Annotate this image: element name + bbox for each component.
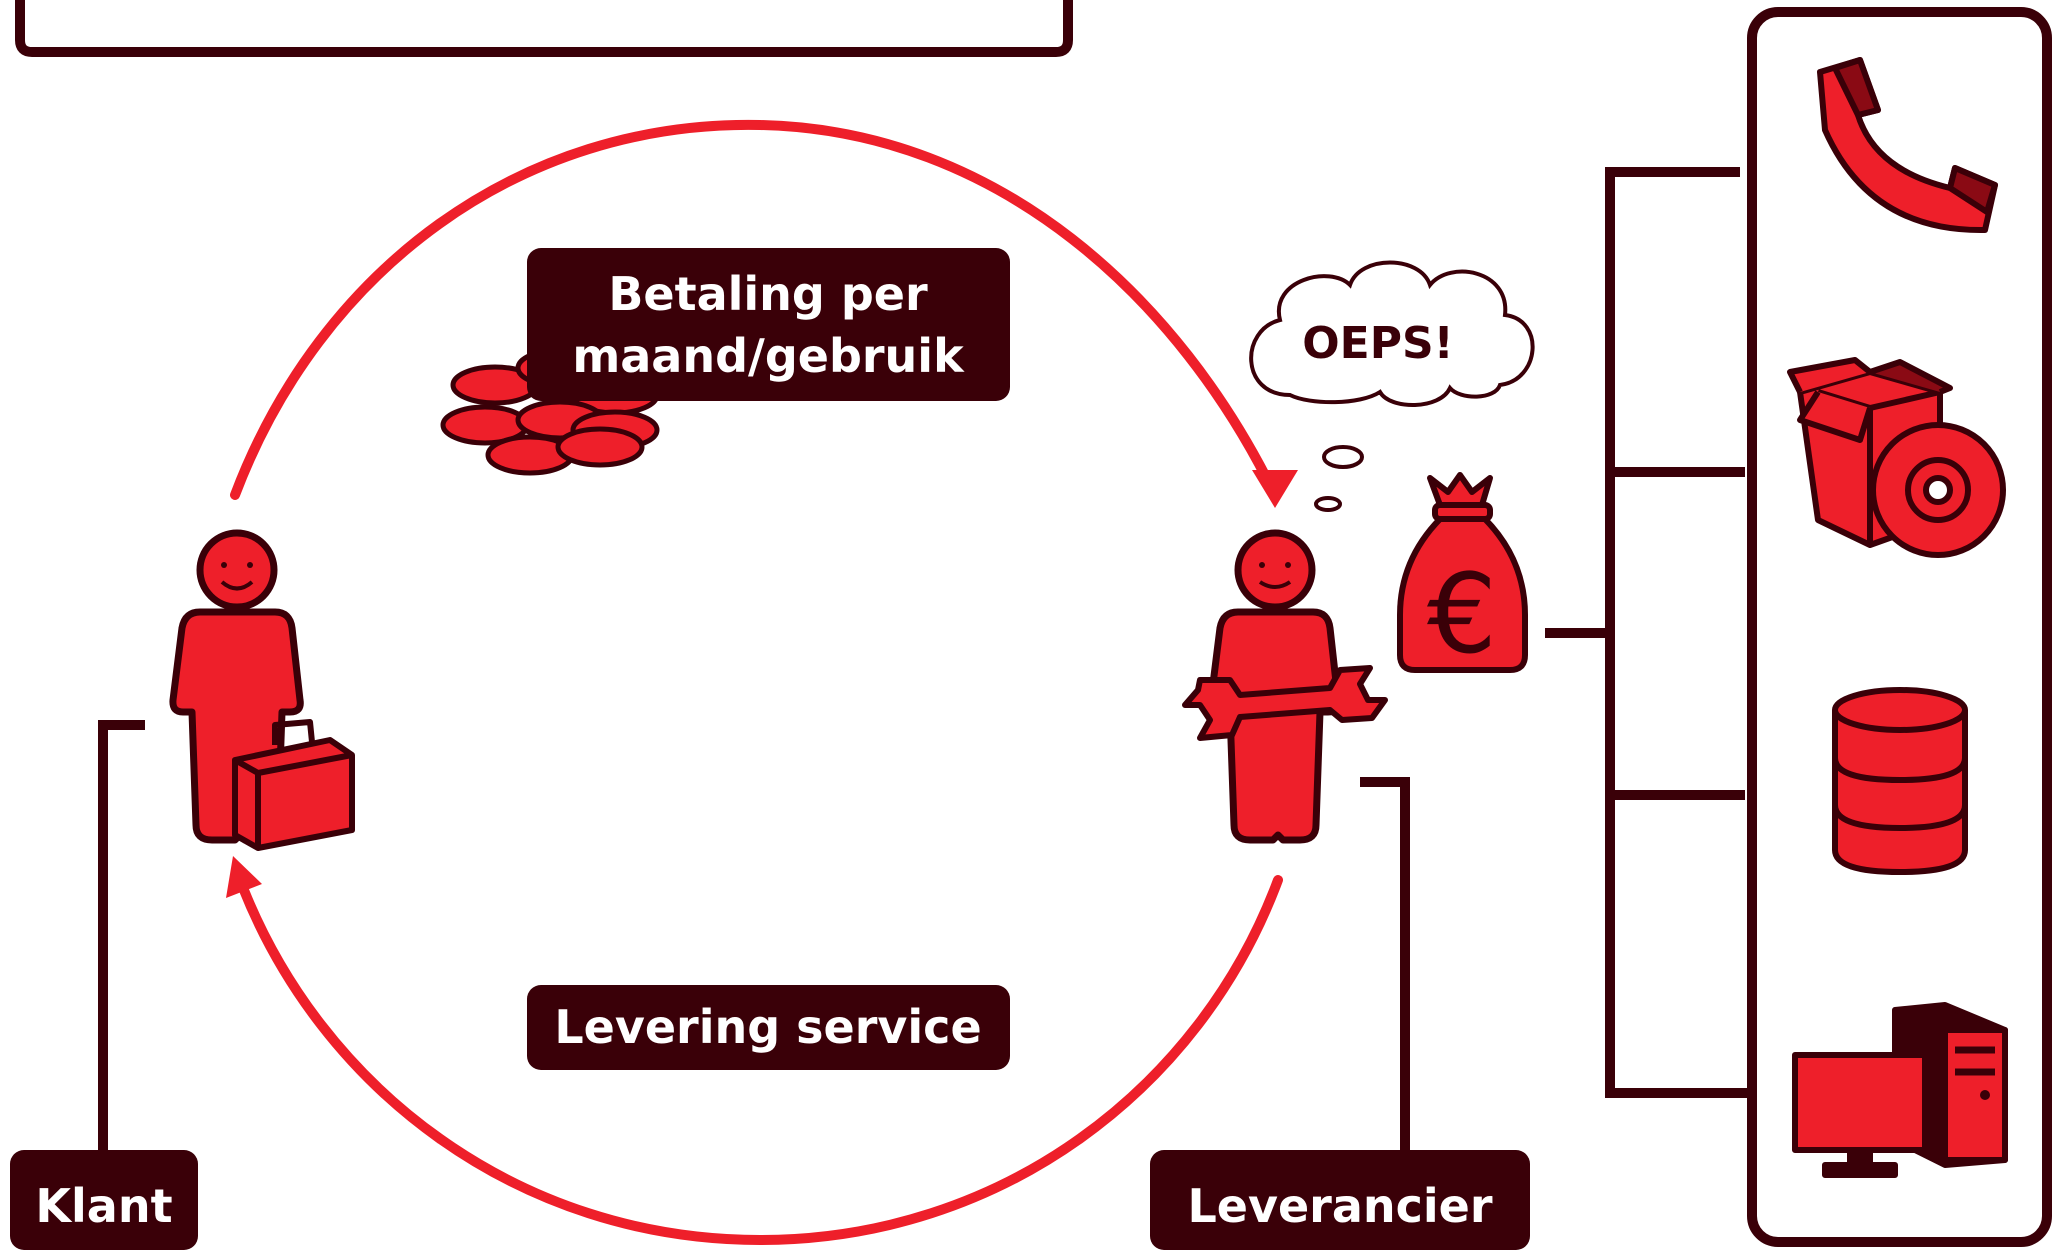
delivery-label: Levering service xyxy=(527,985,1010,1070)
top-box xyxy=(15,0,1073,57)
thought-text: OEPS! xyxy=(1302,318,1453,369)
wrench-icon xyxy=(1182,665,1388,741)
payment-label: Betaling per maand/gebruik xyxy=(527,248,1010,401)
resources-panel xyxy=(1747,7,2052,1247)
customer-tag: Klant xyxy=(10,1150,198,1250)
thought-bubble-dot xyxy=(1322,445,1364,469)
supplier-label: Leverancier xyxy=(1187,1179,1492,1233)
supplier-connector xyxy=(1360,777,1410,1160)
payment-arrow-head xyxy=(1252,470,1298,508)
thought-bubble-dot xyxy=(1314,496,1342,512)
euro-money-bag-icon: € xyxy=(1397,472,1528,678)
euro-symbol: € xyxy=(1427,550,1497,678)
delivery-arrow xyxy=(235,875,1283,1246)
payment-label-line2: maand/gebruik xyxy=(572,329,965,383)
telephone-handset-icon xyxy=(1817,57,1998,234)
delivery-arrow-head xyxy=(226,856,262,898)
customer-connector xyxy=(98,720,145,1160)
thought-cloud: OEPS! xyxy=(1249,260,1535,512)
customer-label: Klant xyxy=(35,1179,172,1233)
resources-bracket xyxy=(1605,167,1750,1098)
software-box-cd-icon xyxy=(1787,357,2006,558)
supplier-tag: Leverancier xyxy=(1150,1150,1530,1250)
delivery-label-text: Levering service xyxy=(554,1000,981,1054)
briefcase-icon xyxy=(232,719,355,851)
database-icon xyxy=(1832,687,1968,876)
desktop-computer-icon xyxy=(1792,1002,2008,1178)
payment-arrow xyxy=(230,119,1280,500)
payment-label-line1: Betaling per xyxy=(608,267,928,321)
